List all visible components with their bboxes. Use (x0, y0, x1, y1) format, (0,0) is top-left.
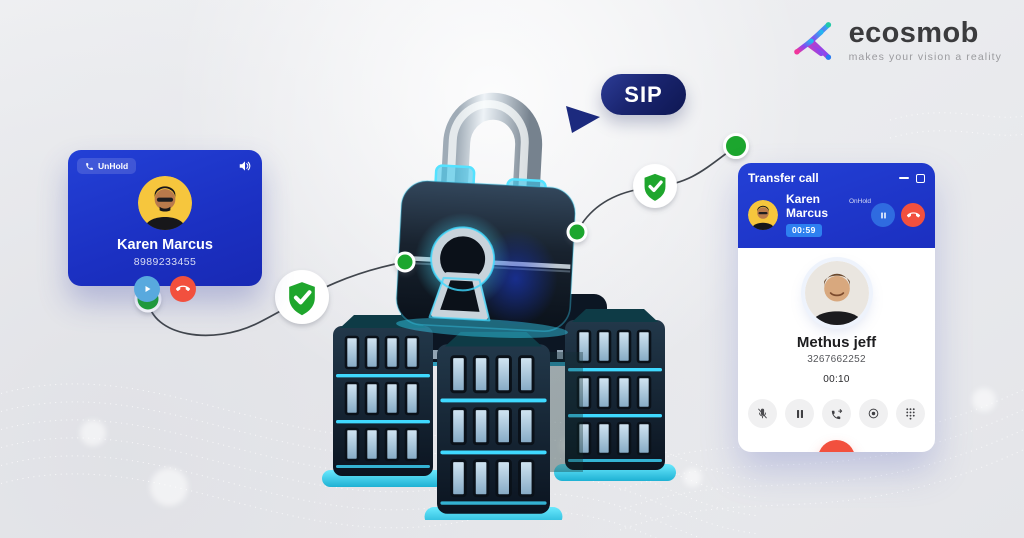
phone-icon (86, 162, 93, 170)
record-button[interactable] (859, 399, 888, 428)
resume-call-button[interactable] (134, 276, 160, 302)
transfer-button[interactable] (822, 399, 851, 428)
window-title: Transfer call (748, 171, 819, 185)
mic-off-icon (758, 408, 767, 419)
incoming-call-card: UnHold Karen Marcus 8989233455 (68, 150, 262, 302)
transfer-call-header: Transfer call (738, 163, 935, 248)
pause-icon (796, 409, 803, 418)
caller-number: 8989233455 (133, 256, 197, 268)
end-call-button[interactable] (818, 440, 855, 452)
brand-logo: ecosmob makes your vision a reality (787, 14, 1002, 68)
end-call-icon (827, 449, 846, 452)
bokeh-dot (683, 468, 702, 487)
call-duration: 00:10 (823, 374, 850, 385)
active-caller-number: 3267662252 (807, 354, 866, 365)
keypad-icon (906, 408, 915, 420)
minimize-icon[interactable] (899, 177, 909, 179)
pause-icon (880, 212, 886, 218)
end-call-icon (176, 285, 190, 292)
sip-badge-label: SIP (624, 81, 663, 107)
volume-icon[interactable] (238, 159, 252, 173)
held-caller-avatar (748, 200, 778, 230)
transfer-call-window: Transfer call (738, 163, 935, 452)
padlock (395, 92, 576, 338)
caller-name: Karen Marcus (117, 237, 213, 253)
held-call-timer: 00:59 (786, 223, 822, 237)
ecosmob-logo-icon (793, 22, 831, 60)
keypad-button[interactable] (896, 399, 925, 428)
active-caller-avatar (804, 261, 869, 325)
play-icon (145, 286, 151, 292)
bokeh-dot (150, 468, 188, 506)
brand-tagline: makes your vision a reality (848, 51, 1002, 64)
hold-button[interactable] (785, 399, 814, 428)
held-call-status: OnHold (848, 198, 871, 205)
mute-button[interactable] (748, 399, 777, 428)
active-caller-name: Methus jeff (796, 334, 877, 351)
bokeh-dot (972, 388, 996, 412)
held-caller-name: Karen Marcus (786, 192, 829, 220)
maximize-icon[interactable] (916, 173, 925, 183)
end-call-icon (906, 211, 920, 217)
sip-badge: SIP (601, 74, 686, 115)
caller-avatar (138, 176, 192, 230)
call-transfer-icon (831, 408, 842, 419)
unhold-label: UnHold (98, 161, 129, 171)
bokeh-dot (80, 420, 106, 446)
pause-held-call-button[interactable] (871, 203, 895, 227)
brand-name: ecosmob (848, 17, 979, 50)
end-held-call-button[interactable] (901, 203, 925, 227)
unhold-button[interactable]: UnHold (77, 158, 137, 174)
end-call-button[interactable] (170, 276, 196, 302)
record-icon (868, 408, 879, 419)
